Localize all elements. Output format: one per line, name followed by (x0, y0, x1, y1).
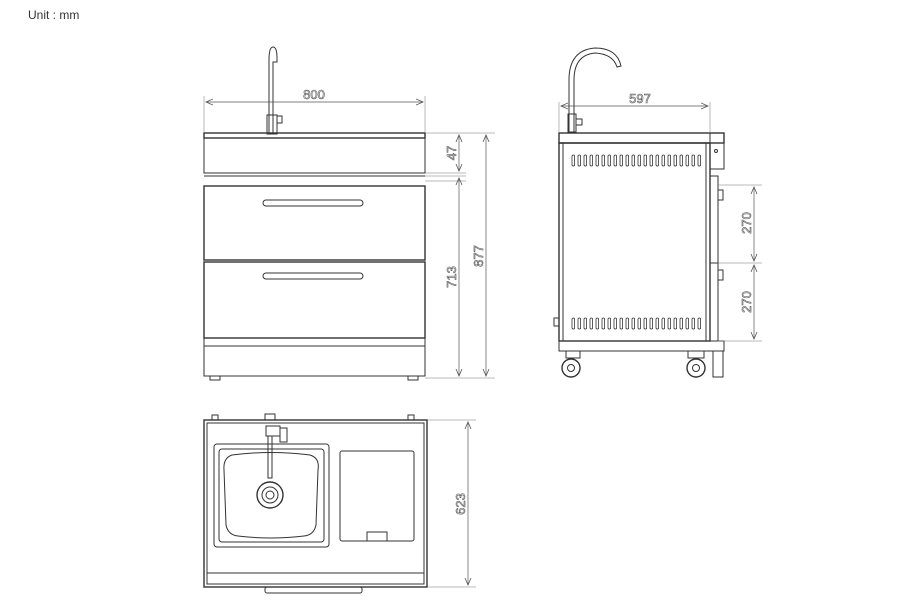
side-faucet (567, 47, 622, 133)
vent-slot (589, 317, 593, 330)
dim-front-total-height: 877 (471, 245, 486, 267)
vent-slot (691, 317, 695, 330)
bin-lid-handle (366, 531, 388, 542)
vent-slot (631, 317, 635, 330)
vent-slot (601, 317, 605, 330)
vent-slot (643, 317, 647, 330)
vent-slot (607, 317, 611, 330)
dim-side-drawer-lower: 270 (739, 291, 754, 313)
vent-slot (637, 154, 641, 167)
side-cabinet-body (558, 142, 711, 342)
side-vents-bottom (571, 317, 701, 330)
vent-slot (601, 154, 605, 167)
vent-slot (697, 154, 701, 167)
vent-slot (595, 154, 599, 167)
top-faucet (265, 425, 288, 479)
front-countertop (203, 132, 426, 139)
vent-slot (577, 317, 581, 330)
vent-slot (667, 317, 671, 330)
top-outline (203, 419, 428, 588)
vent-slot (571, 154, 575, 167)
lower-drawer-handle (262, 272, 364, 280)
vent-slot (679, 317, 683, 330)
vent-slot (643, 154, 647, 167)
vent-slot (595, 317, 599, 330)
front-plinth (203, 337, 426, 347)
dim-side-depth: 597 (629, 91, 651, 106)
vent-slot (679, 154, 683, 167)
vent-slot (649, 154, 653, 167)
vent-slot (571, 317, 575, 330)
vent-slot (625, 154, 629, 167)
unit-label: Unit : mm (28, 8, 80, 22)
vent-slot (673, 317, 677, 330)
vent-slot (583, 317, 587, 330)
caster-rear (686, 351, 706, 378)
waste-bin-lid (339, 450, 415, 542)
caster-brake (712, 350, 724, 378)
vent-slot (619, 154, 623, 167)
vent-slot (697, 317, 701, 330)
vent-slot (685, 317, 689, 330)
vent-slot (661, 317, 665, 330)
vent-slot (577, 154, 581, 167)
upper-drawer-handle (262, 199, 364, 207)
front-view: 800 47 713 877 (203, 46, 495, 381)
vent-slot (625, 317, 629, 330)
drain-icon (256, 481, 284, 509)
vent-slot (691, 154, 695, 167)
vent-slot (631, 154, 635, 167)
dim-front-width: 800 (303, 87, 325, 102)
vent-slot (673, 154, 677, 167)
top-view: 623 (203, 413, 476, 594)
top-drawer-handle (264, 586, 363, 594)
side-view: 597 270 270 (553, 47, 762, 378)
vent-slot (613, 154, 617, 167)
vent-slot (649, 317, 653, 330)
vent-slot (667, 154, 671, 167)
vent-slot (607, 154, 611, 167)
side-base (558, 340, 725, 352)
vent-slot (583, 154, 587, 167)
vent-slot (655, 154, 659, 167)
dim-top-depth: 623 (453, 493, 468, 515)
front-faucet (266, 46, 283, 135)
dim-side-drawer-upper: 270 (739, 212, 754, 234)
dim-front-top-height: 47 (444, 146, 459, 160)
front-base (203, 345, 426, 377)
vent-slot (661, 154, 665, 167)
vent-slot (655, 317, 659, 330)
vent-slot (619, 317, 623, 330)
caster-front (561, 351, 581, 378)
front-upper-drawer (203, 185, 426, 261)
vent-slot (685, 154, 689, 167)
vent-slot (589, 154, 593, 167)
dim-front-cabinet-height: 713 (444, 266, 459, 288)
side-vents-top (571, 154, 701, 167)
front-sink-band (203, 137, 426, 174)
side-countertop (558, 132, 725, 144)
vent-slot (613, 317, 617, 330)
vent-slot (637, 317, 641, 330)
